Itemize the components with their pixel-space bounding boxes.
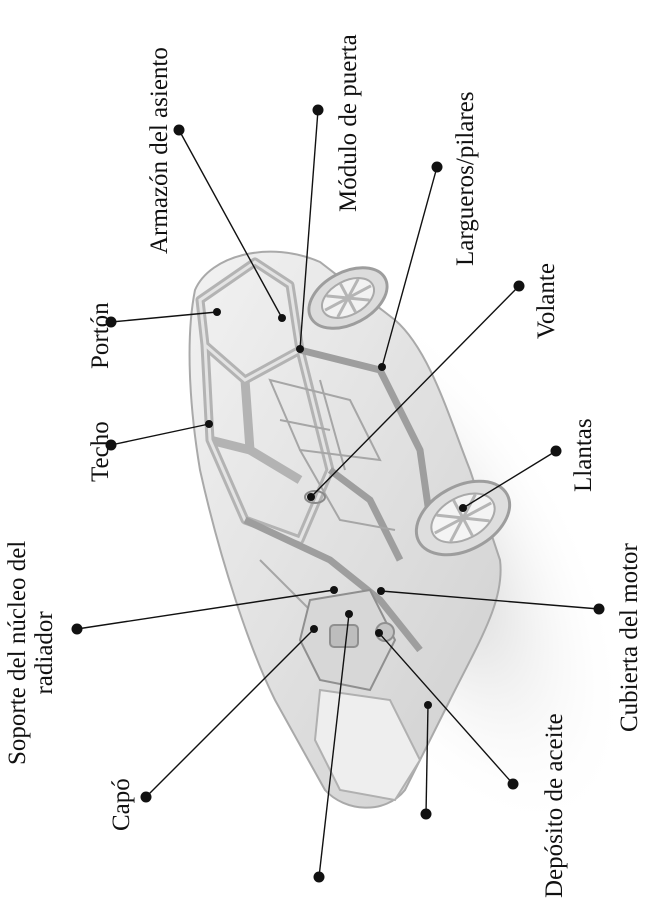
dot-cubierta: [594, 604, 605, 615]
dot-soporte: [72, 624, 83, 635]
dot-armazon: [174, 125, 185, 136]
label-modulo-de-puerta: Módulo de puerta: [335, 34, 362, 212]
dot-modulo: [313, 105, 324, 116]
dot-bottom-center: [314, 872, 325, 883]
dot-largueros: [432, 162, 443, 173]
dot-llantas: [551, 446, 562, 457]
label-volante: Volante: [533, 263, 560, 339]
dot-deposito: [508, 779, 519, 790]
label-largueros-pilares: Largueros/pilares: [452, 92, 479, 266]
dot-capo: [141, 792, 152, 803]
dot-bottom-right: [421, 809, 432, 820]
label-deposito-de-aceite: Depósito de aceite: [541, 713, 568, 898]
label-soporte-line-1: Soporte del núcleo del: [4, 541, 31, 765]
label-techo: Techo: [87, 421, 114, 482]
dot-volante: [514, 281, 525, 292]
label-capo: Capó: [108, 778, 135, 831]
label-soporte-nucleo-radiador: Soporte del núcleo del radiador: [4, 541, 58, 765]
label-soporte-line-2: radiador: [31, 541, 58, 765]
label-porton: Portón: [87, 302, 114, 369]
label-armazon-del-asiento: Armazón del asiento: [146, 47, 173, 254]
label-cubierta-del-motor: Cubierta del motor: [616, 543, 643, 732]
label-llantas: Llantas: [570, 418, 597, 492]
